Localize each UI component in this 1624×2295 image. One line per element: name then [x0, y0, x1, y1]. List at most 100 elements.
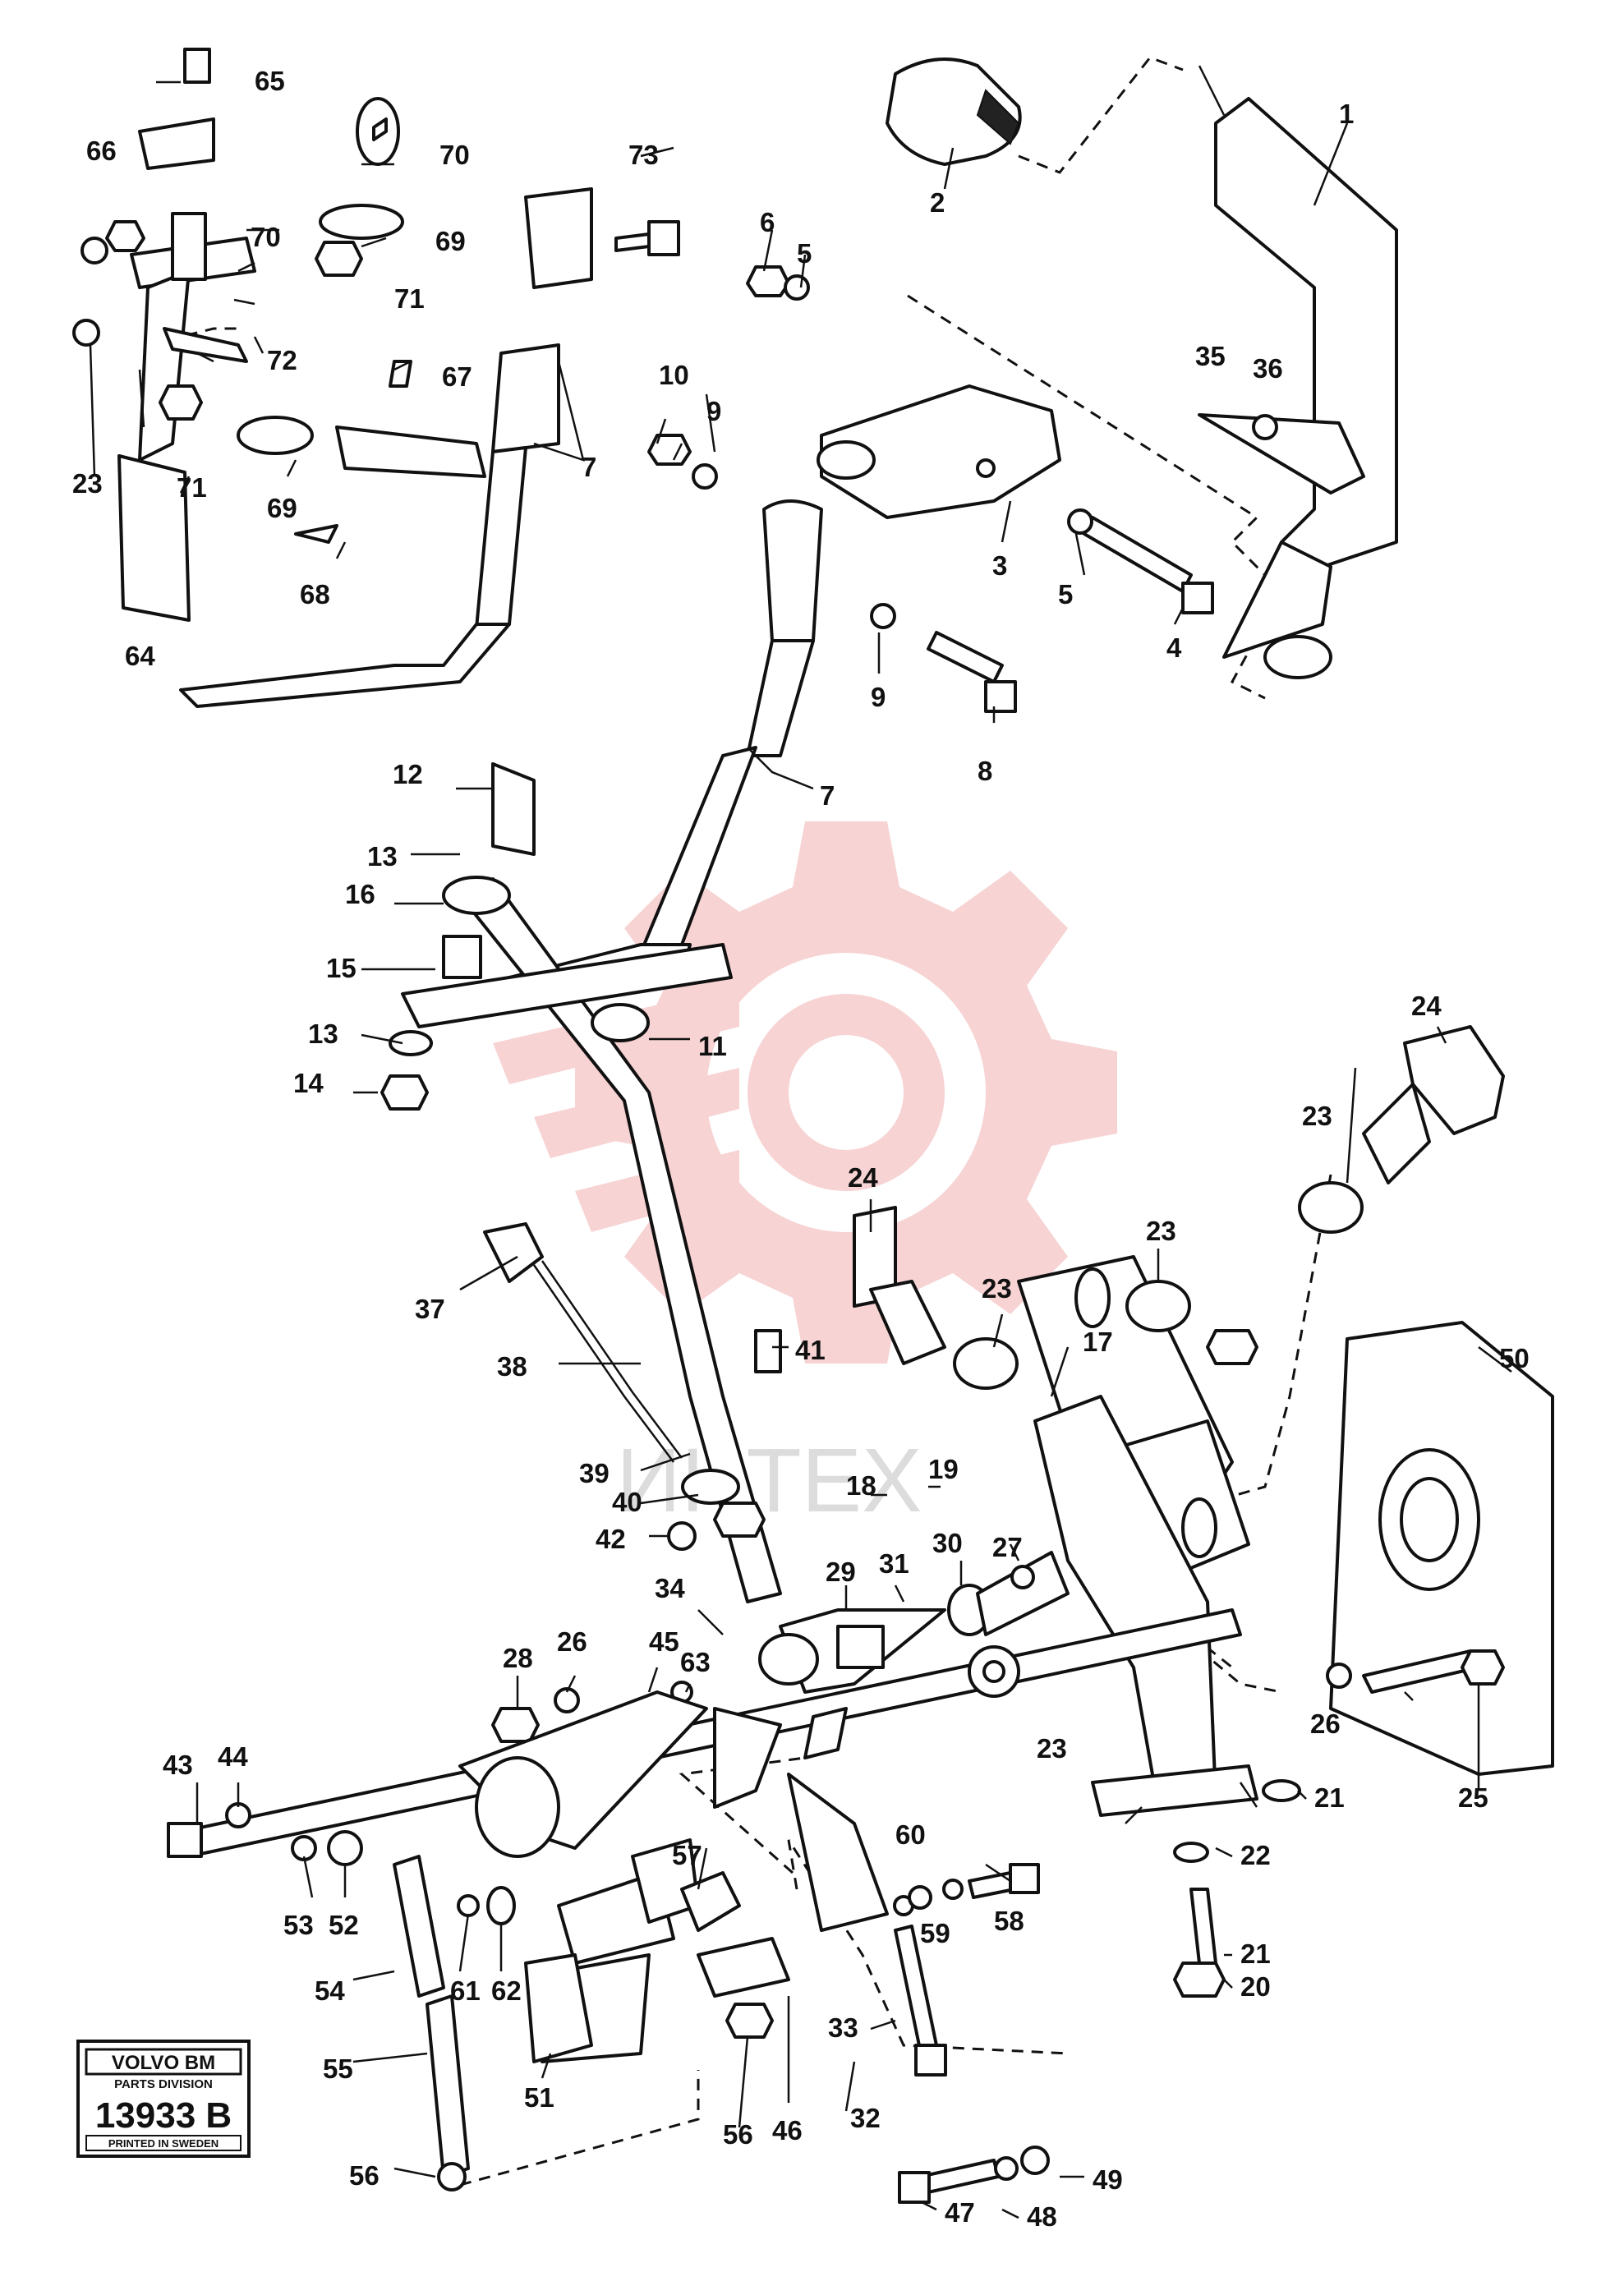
callout-15: 15	[326, 953, 357, 983]
callout-43: 43	[163, 1750, 193, 1780]
callout-7b: 7	[820, 780, 835, 811]
callout-23e: 23	[1037, 1733, 1067, 1764]
lever-knob	[886, 57, 1022, 166]
callout-35: 35	[1195, 341, 1226, 371]
shift-rod-upper	[179, 187, 593, 708]
callout-68: 68	[300, 579, 330, 609]
callout-23c: 23	[1146, 1216, 1176, 1246]
callout-23b: 23	[1302, 1101, 1332, 1131]
callout-31: 31	[879, 1548, 909, 1579]
callout-45: 45	[649, 1626, 679, 1657]
callout-26b: 26	[1310, 1709, 1341, 1739]
callout-65: 65	[255, 66, 285, 96]
cover-plate	[1329, 1321, 1554, 1776]
callout-60: 60	[895, 1819, 926, 1850]
callout-41: 41	[795, 1335, 826, 1365]
callout-29: 29	[826, 1557, 856, 1587]
callout-56a: 56	[349, 2160, 380, 2191]
callout-71a: 71	[394, 283, 425, 314]
callout-47: 47	[945, 2197, 975, 2228]
callout-23d: 23	[982, 1273, 1012, 1304]
clamp-bracket	[817, 384, 1061, 519]
callout-12: 12	[393, 759, 423, 789]
callout-21b: 21	[1240, 1939, 1271, 1969]
callout-46: 46	[772, 2115, 803, 2146]
callout-42: 42	[596, 1524, 626, 1554]
callout-49: 49	[1093, 2164, 1123, 2195]
callout-20: 20	[1240, 1971, 1271, 2002]
callout-1: 1	[1339, 99, 1354, 129]
callout-51: 51	[524, 2082, 554, 2113]
main-shift-lever	[380, 762, 782, 1603]
callout-55: 55	[323, 2054, 353, 2084]
gear-lever-handle	[1198, 65, 1398, 679]
bracket-clip	[1198, 413, 1365, 494]
callout-9a: 9	[706, 396, 721, 426]
callout-32: 32	[850, 2103, 881, 2133]
callout-37: 37	[415, 1294, 445, 1324]
callout-54: 54	[315, 1975, 345, 2006]
bolt-parts-bottom	[893, 1565, 1505, 2204]
callout-39: 39	[579, 1458, 610, 1488]
callout-8: 8	[978, 756, 992, 786]
callout-23a: 23	[72, 468, 103, 499]
callout-59: 59	[920, 1918, 950, 1948]
callout-52: 52	[329, 1910, 359, 1940]
callout-69b: 69	[267, 493, 297, 523]
badge-brand: VOLVO BM	[112, 2052, 215, 2074]
upper-left-bracket-assembly	[72, 48, 486, 622]
callout-40: 40	[612, 1487, 642, 1517]
adjustment-knobs	[853, 1025, 1505, 1390]
callout-2: 2	[930, 187, 945, 218]
callout-66: 66	[86, 136, 117, 166]
callout-50: 50	[1499, 1343, 1530, 1373]
callout-44: 44	[218, 1741, 248, 1772]
callout-5b: 5	[1058, 579, 1073, 609]
callout-5a: 5	[797, 238, 812, 269]
callout-73: 73	[628, 140, 659, 170]
callout-24b: 24	[848, 1162, 878, 1193]
mounting-bracket	[1017, 1255, 1258, 1817]
badge-printed: PRINTED IN SWEDEN	[108, 2137, 219, 2150]
callout-10: 10	[659, 360, 689, 390]
callout-33: 33	[828, 2012, 858, 2043]
callout-63: 63	[680, 1647, 711, 1677]
callout-62: 62	[491, 1975, 522, 2006]
callout-22: 22	[1240, 1840, 1271, 1870]
callout-28: 28	[503, 1643, 533, 1673]
callout-70a: 70	[439, 140, 470, 170]
callout-58: 58	[994, 1906, 1024, 1936]
leader-lines	[89, 80, 1512, 2219]
callout-53: 53	[283, 1910, 314, 1940]
callout-labels: 1 2 3 4 5 5 6 7 7 8 9 9 10 11 12 13 13 1…	[72, 66, 1530, 2232]
callout-67: 67	[442, 361, 472, 392]
callout-4: 4	[1166, 632, 1182, 663]
callout-21a: 21	[1314, 1782, 1345, 1813]
lower-left-assembly	[291, 1690, 889, 2192]
callout-6: 6	[760, 207, 775, 237]
callout-71b: 71	[177, 472, 207, 503]
callout-13a: 13	[367, 841, 398, 872]
callout-27: 27	[992, 1532, 1023, 1562]
callout-24a: 24	[1411, 991, 1442, 1021]
callout-11: 11	[698, 1031, 727, 1061]
callout-56b: 56	[723, 2119, 753, 2150]
callout-38: 38	[497, 1351, 527, 1382]
callout-57: 57	[672, 1840, 702, 1870]
callout-16: 16	[345, 879, 375, 909]
badge-number: 13933 B	[95, 2095, 232, 2136]
callout-36: 36	[1253, 353, 1283, 384]
callout-19: 19	[928, 1454, 959, 1484]
volvo-bm-badge: VOLVO BM PARTS DIVISION 13933 B PRINTED …	[76, 2040, 251, 2158]
callout-17: 17	[1083, 1327, 1113, 1357]
watermark-text: ИНТЕХ	[616, 1430, 922, 1531]
badge-division: PARTS DIVISION	[114, 2077, 213, 2091]
callout-61: 61	[450, 1975, 481, 2006]
callout-18: 18	[846, 1470, 876, 1501]
callout-13b: 13	[308, 1019, 338, 1049]
callout-69a: 69	[435, 226, 466, 256]
callout-26a: 26	[557, 1626, 587, 1657]
callout-7a: 7	[582, 452, 596, 482]
callout-70b: 70	[251, 222, 281, 252]
